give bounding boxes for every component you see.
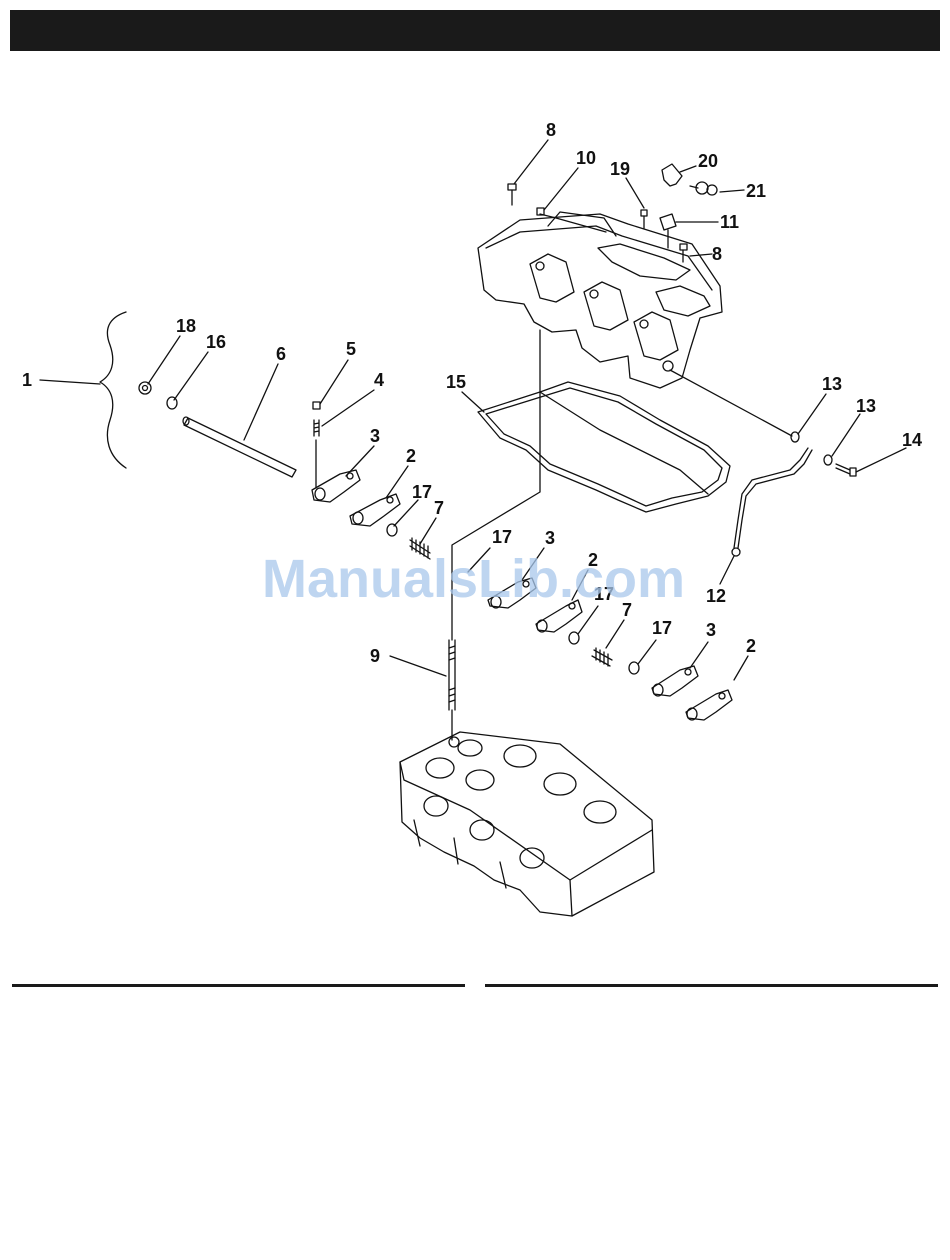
callout-4: 4 <box>374 370 384 390</box>
rocker-shaft <box>183 417 296 477</box>
callout-12: 12 <box>706 586 726 606</box>
callout-10: 10 <box>576 148 596 168</box>
bolt-14 <box>836 464 856 476</box>
callout-18: 18 <box>176 316 196 336</box>
elbow-20 <box>662 164 682 186</box>
rocker-arm-2-a <box>350 494 400 526</box>
divider-right <box>485 984 938 987</box>
washer-13-b <box>824 455 832 465</box>
leader-cover-to-13 <box>670 370 792 436</box>
callout-13-b: 13 <box>856 396 876 416</box>
fitting-11 <box>660 214 676 248</box>
nut-18 <box>139 382 151 394</box>
callout-2-c: 2 <box>746 636 756 656</box>
sensor-21 <box>690 182 717 195</box>
callout-2-a: 2 <box>406 446 416 466</box>
callout-14: 14 <box>902 430 922 450</box>
divider-left <box>12 984 465 987</box>
callout-20: 20 <box>698 151 718 171</box>
callout-17-a: 17 <box>412 482 432 502</box>
callout-6: 6 <box>276 344 286 364</box>
assembly-brace <box>100 312 126 468</box>
callout-17-b: 17 <box>492 527 512 547</box>
callout-15: 15 <box>446 372 466 392</box>
callout-8-b: 8 <box>712 244 722 264</box>
watermark: ManualsLib.com <box>262 548 685 610</box>
cylinder-head <box>400 732 654 916</box>
callout-11: 11 <box>720 212 739 232</box>
callout-19: 19 <box>610 159 630 179</box>
callout-13-a: 13 <box>822 374 842 394</box>
callout-1: 1 <box>22 370 32 390</box>
callout-5: 5 <box>346 339 356 359</box>
callout-21: 21 <box>746 181 766 201</box>
rocker-cover <box>478 212 722 388</box>
washer-17-a <box>387 524 397 536</box>
screw-5 <box>313 402 320 488</box>
callout-3-b: 3 <box>545 528 555 548</box>
gasket-15 <box>478 382 730 512</box>
bolt-8-b <box>680 244 687 262</box>
stud-9 <box>449 640 455 740</box>
rocker-arm-3-a <box>312 470 360 502</box>
spring-7-b <box>592 648 612 666</box>
callout-16: 16 <box>206 332 226 352</box>
callout-3-c: 3 <box>706 620 716 640</box>
bolt-8-a <box>508 184 516 205</box>
callout-3-a: 3 <box>370 426 380 446</box>
oil-line-12 <box>732 448 812 556</box>
callout-17-d: 17 <box>652 618 672 638</box>
callout-7-a: 7 <box>434 498 444 518</box>
rocker-arm-2-c <box>686 690 732 720</box>
bolt-19 <box>641 210 647 228</box>
callout-8-a: 8 <box>546 120 556 140</box>
rocker-arm-3-c <box>652 666 698 696</box>
callout-9: 9 <box>370 646 380 666</box>
